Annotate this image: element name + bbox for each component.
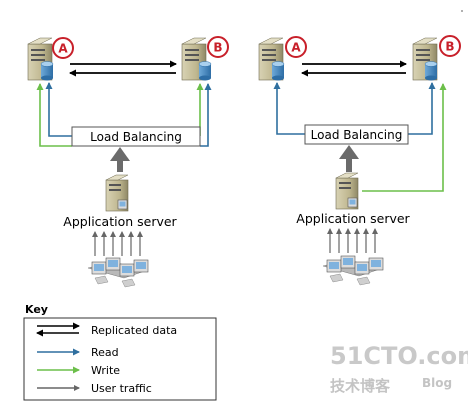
left-server-b-badge: B [207,36,229,58]
left-read-path-a [45,82,72,137]
watermark-blog: Blog [422,376,452,390]
legend-box [23,317,217,401]
right-user-traffic-arrows [327,228,378,253]
right-write-path-b [362,83,447,192]
left-scenario: A B Load Balanci [27,36,229,288]
right-server-a-icon [258,37,285,81]
left-server-a-icon [27,37,54,81]
right-load-balancer-label: Load Balancing [311,128,403,142]
left-app-server-label: Application server [63,214,177,229]
watermark-site: 51CTO.com [330,342,468,370]
right-app-server-label: Application server [296,211,410,226]
svg-text:B: B [445,40,454,54]
database-icon [424,61,438,81]
legend-title: Key [25,303,48,316]
right-client-computers-icon [322,255,384,286]
left-app-server-icon [105,174,129,212]
double-arrow-icon [36,322,80,337]
right-scenario: A B Load Balanc [258,35,461,286]
left-app-to-lb-arrow [110,147,130,172]
right-app-server-icon [335,172,359,210]
legend: Key Replicated data Read Write User traf… [23,303,217,401]
legend-label-read: Read [91,346,119,359]
right-load-balancer-box [304,124,409,145]
watermark-tagline: 技术博客 [330,377,391,395]
svg-text:A: A [291,41,301,55]
left-server-a-badge: A [52,37,74,59]
legend-label-write: Write [91,364,120,377]
database-icon [198,61,212,81]
right-read-path-a [273,82,305,135]
left-load-balancer-label: Load Balancing [90,130,182,144]
svg-text:B: B [213,41,222,55]
right-server-b-icon [412,37,438,81]
right-server-a-badge: A [285,36,307,58]
left-server-b-icon [181,37,212,81]
database-icon [271,61,285,81]
legend-label-user-traffic: User traffic [91,382,152,395]
left-write-path-a [36,83,72,147]
left-load-balancer-box [71,126,201,147]
right-read-path-b [408,82,436,135]
left-client-computers-icon [87,257,149,288]
left-user-traffic-arrows [92,231,143,256]
watermark: 51CTO.com 技术博客 Blog [330,342,468,395]
left-read-path-b [200,83,212,147]
right-app-to-lb-arrow [339,145,359,172]
right-server-b-badge: B [439,35,461,57]
database-icon [40,61,54,81]
corner-dot [461,10,463,12]
legend-label-replicated: Replicated data [91,324,177,337]
svg-text:A: A [58,42,68,56]
